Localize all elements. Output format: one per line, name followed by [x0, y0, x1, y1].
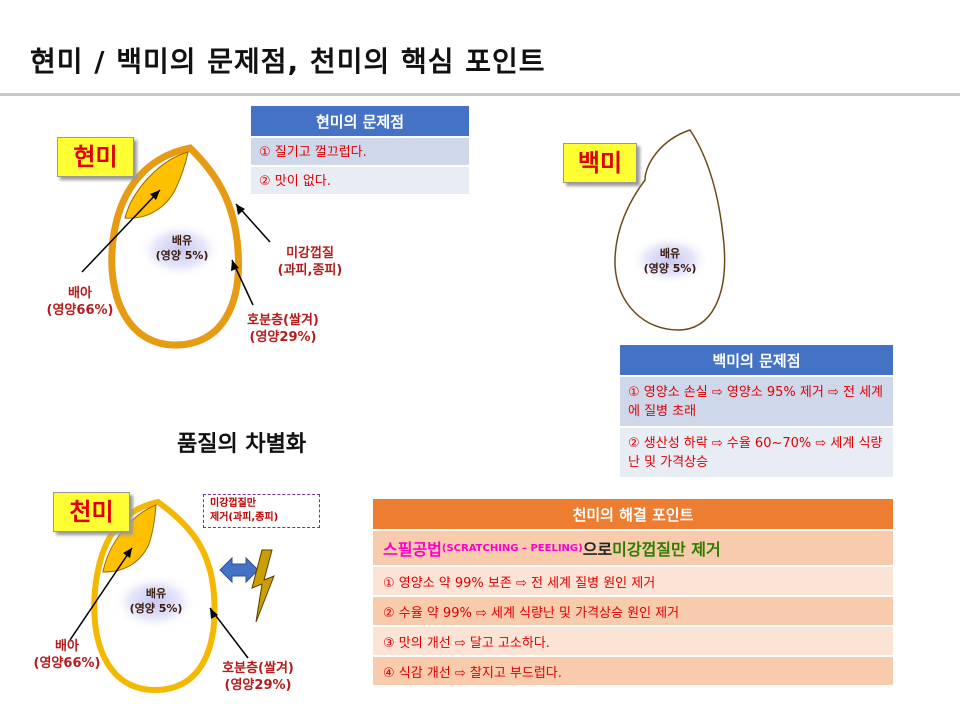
cheonmi-endosperm [113, 574, 197, 630]
cheonmi-aleurone-label: 호분층(쌀겨) (영양29%) [203, 660, 313, 694]
brown-problems-header: 현미의 문제점 [251, 106, 469, 138]
cheonmi-diagram [69, 498, 275, 694]
solution-item-text: ③ 맛의 개선 ⇨ 달고 고소하다. [383, 635, 550, 651]
aleurone-label-line2: (영양29%) [224, 678, 292, 693]
solution-table: 천미의 해결 포인트 스필공법(SCRATCHING – PEELING)으로 … [373, 499, 893, 687]
cheonmi-endosperm-label: 배유 (영양 5%) [121, 586, 191, 616]
cheonmi-germ-label: 배아 (영양66%) [22, 638, 112, 672]
note-line2: 제거(과피,종피) [210, 512, 279, 523]
brown-rice-germ [124, 151, 189, 219]
solution-item: ① 영양소 약 99% 보존 ⇨ 전 세계 질병 원인 제거 [373, 567, 893, 597]
endosperm-title: 배유 [145, 587, 167, 600]
quality-heading: 품질의 차별화 [177, 432, 307, 457]
brown-problem-item: ① 질기고 껄끄럽다. [251, 138, 469, 167]
page-title: 현미 / 백미의 문제점, 천미의 핵심 포인트 [30, 45, 546, 78]
solution-item: ③ 맛의 개선 ⇨ 달고 고소하다. [373, 627, 893, 657]
endosperm-nutrition: (영양 5%) [129, 602, 183, 615]
note-line1: 미강껍질만 [210, 498, 256, 509]
headline-method: 스필공법 [383, 540, 442, 559]
headline-result: 미강껍질만 제거 [612, 540, 721, 559]
brown-problems-table: 현미의 문제점 ① 질기고 껄끄럽다. ② 맛이 없다. [251, 106, 469, 196]
germ-label-line2: (영양66%) [33, 656, 101, 671]
white-rice-endosperm [630, 235, 710, 285]
solution-item-text: ① 영양소 약 99% 보존 ⇨ 전 세계 질병 원인 제거 [383, 575, 656, 591]
white-problems-table: 백미의 문제점 ① 영양소 손실 ⇨ 영양소 95% 제거 ⇨ 전 세계에 질병… [620, 345, 893, 479]
solution-header: 천미의 해결 포인트 [373, 499, 893, 531]
solution-item: ④ 식감 개선 ⇨ 찰지고 부드럽다. [373, 657, 893, 687]
solution-item-text: ② 수율 약 99% ⇨ 세계 식량난 및 가격상승 원인 제거 [383, 605, 680, 621]
white-rice-tag: 백미 [563, 143, 637, 183]
bran-label-line1: 미강껍질 [286, 246, 334, 261]
brown-rice-endosperm [138, 222, 222, 278]
brown-rice-bran-label: 미강껍질 (과피,종피) [265, 245, 355, 279]
endosperm-nutrition: (영양 5%) [643, 262, 697, 275]
white-problems-header: 백미의 문제점 [620, 345, 893, 377]
bran-removal-note: 미강껍질만 제거(과피,종피) [203, 494, 320, 528]
white-rice-grain [614, 129, 726, 331]
white-rice-endosperm-label: 배유 (영양 5%) [635, 246, 705, 276]
headline-method-en: (SCRATCHING – PEELING) [441, 542, 583, 554]
brown-rice-tag: 현미 [57, 137, 134, 177]
endosperm-title: 배유 [171, 234, 193, 247]
brown-rice-endosperm-label: 배유 (영양 5%) [147, 233, 217, 263]
brown-rice-aleurone-label: 호분층(쌀겨) (영양29%) [228, 312, 338, 346]
aleurone-label-line2: (영양29%) [249, 330, 317, 345]
brown-problem-item: ② 맛이 없다. [251, 167, 469, 196]
aleurone-label-line1: 호분층(쌀겨) [247, 313, 319, 328]
germ-label-line1: 배아 [55, 639, 79, 654]
white-problem-item: ① 영양소 손실 ⇨ 영양소 95% 제거 ⇨ 전 세계에 질병 초래 [620, 377, 893, 428]
germ-label-line1: 배아 [68, 286, 92, 301]
cheonmi-tag: 천미 [53, 492, 130, 532]
title-divider [0, 93, 960, 96]
bran-label-line2: (과피,종피) [277, 263, 343, 278]
white-rice-diagram [614, 129, 726, 331]
solution-headline: 스필공법(SCRATCHING – PEELING)으로 미강껍질만 제거 [373, 531, 893, 567]
endosperm-title: 배유 [659, 247, 681, 260]
white-problem-item: ② 생산성 하락 ⇨ 수율 60~70% ⇨ 세계 식량난 및 가격상승 [620, 428, 893, 479]
brown-rice-germ-label: 배아 (영양66%) [35, 285, 125, 319]
headline-connector: 으로 [582, 540, 613, 559]
germ-label-line2: (영양66%) [46, 303, 114, 318]
endosperm-nutrition: (영양 5%) [155, 249, 209, 262]
solution-item: ② 수율 약 99% ⇨ 세계 식량난 및 가격상승 원인 제거 [373, 597, 893, 627]
brown-rice-diagram [81, 144, 271, 349]
lightning-icon [251, 549, 275, 623]
double-arrow-icon [219, 556, 259, 584]
solution-item-text: ④ 식감 개선 ⇨ 찰지고 부드럽다. [383, 665, 562, 681]
aleurone-label-line1: 호분층(쌀겨) [222, 661, 294, 676]
